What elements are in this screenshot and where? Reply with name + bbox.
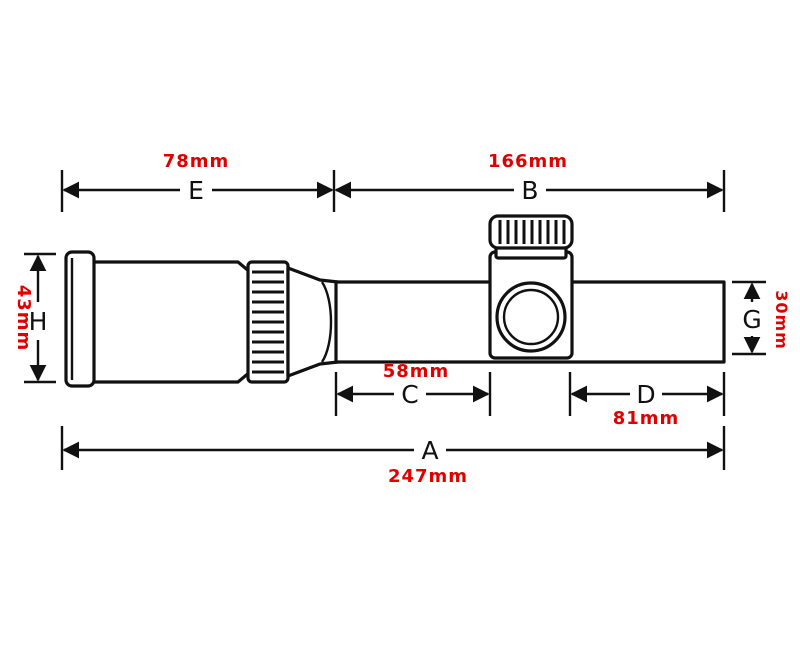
dimension-b: B 166mm: [334, 151, 726, 212]
measurement-e: 78mm: [163, 151, 230, 172]
measurement-c: 58mm: [383, 361, 450, 382]
dimension-letter-a: A: [421, 436, 438, 465]
measurement-b: 166mm: [488, 151, 568, 172]
objective-ring: [64, 250, 96, 388]
dimension-letter-g: G: [742, 305, 761, 334]
dimension-h: H 43mm: [13, 252, 56, 384]
measurement-a: 247mm: [388, 466, 468, 487]
riflescope-outline: [64, 214, 726, 388]
dimension-e: E 78mm: [60, 151, 336, 212]
dimension-letter-e: E: [188, 176, 204, 205]
dimension-letter-d: D: [636, 380, 655, 409]
objective-knurling: [252, 270, 284, 374]
measurement-g: 30mm: [772, 290, 791, 350]
dimension-c: C 58mm: [334, 361, 492, 416]
dimension-d: D 81mm: [568, 372, 726, 429]
elevation-turret-knurling: [498, 220, 566, 244]
dimension-g: G 30mm: [732, 280, 791, 356]
dimension-letter-b: B: [521, 176, 538, 205]
windage-turret: [495, 281, 567, 353]
dimension-letter-h: H: [29, 307, 48, 336]
dimension-a: A 247mm: [60, 426, 726, 487]
dimension-letter-c: C: [401, 380, 418, 409]
measurement-d: 81mm: [613, 408, 680, 429]
measurement-h: 43mm: [13, 285, 34, 352]
